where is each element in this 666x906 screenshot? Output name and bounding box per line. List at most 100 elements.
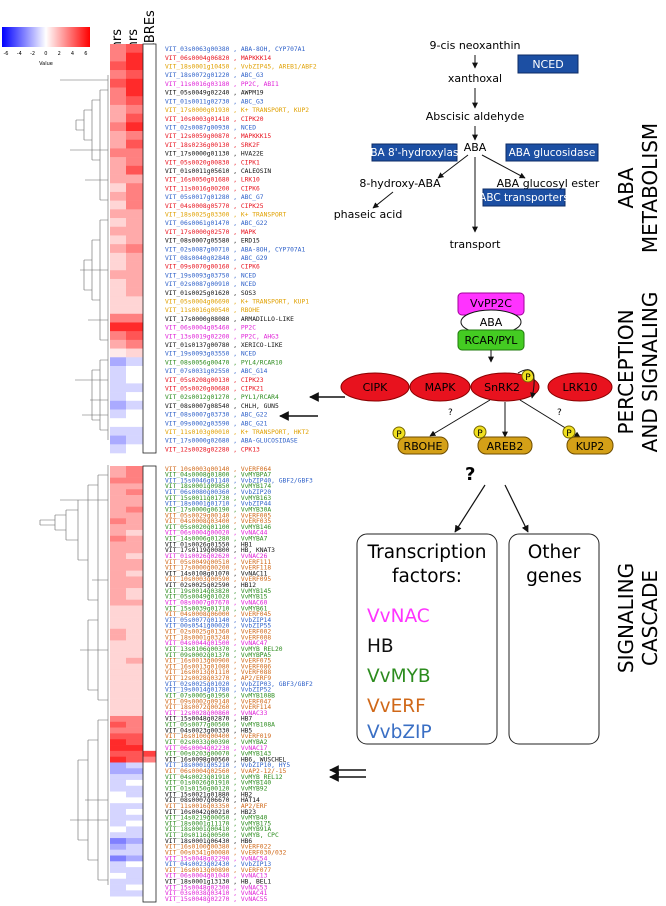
gene-label: VIT_08s0056g00470 , PYL4/RCAR10 <box>165 359 283 366</box>
heatmap-cell <box>110 779 126 787</box>
heatmap-cell <box>110 122 126 132</box>
heatmap-cell <box>110 884 126 891</box>
glucosyl-ester: ABA glucosyl ester <box>497 177 600 190</box>
heatmap-cell <box>143 553 156 560</box>
heatmap-cell <box>110 235 126 245</box>
heatmap-cell <box>126 646 143 653</box>
heatmap-cell <box>110 849 126 856</box>
heatmap-cell <box>143 471 156 478</box>
heatmap-cell <box>110 383 126 393</box>
heatmap-cell <box>143 814 156 821</box>
heatmap-cell <box>143 855 156 862</box>
heatmap-cell <box>110 785 126 792</box>
heatmap-cell <box>143 588 156 595</box>
heatmap-cell <box>110 535 126 542</box>
heatmap-cell <box>110 646 126 653</box>
heatmap-cell <box>126 582 143 589</box>
heatmap-cell <box>143 715 156 723</box>
heatmap-cell <box>110 244 126 254</box>
heatmap-cell <box>143 582 156 589</box>
gene-label: VIT_09s0002g01370 , VvMYBPA5 <box>165 652 271 659</box>
heatmap-cell <box>126 287 143 297</box>
heatmap-cell <box>126 44 143 54</box>
heatmap-cell <box>143 339 156 349</box>
heatmap-cell <box>126 244 143 254</box>
heatmap-cell <box>110 814 126 821</box>
heatmap-cell <box>143 750 156 757</box>
kup2-box <box>566 436 614 455</box>
gene-label: VIT_10s0003g00590 , VvERF095 <box>165 576 271 583</box>
gene-label: VIT_02s0012g01270 , PYL1/RCAR4 <box>165 394 279 401</box>
heatmap-cell <box>126 252 143 262</box>
gene-label: VIT_11s0103g00010 , K+ TRANSPORT, HKT2 <box>165 429 309 436</box>
heatmap-cell <box>143 78 156 88</box>
question-3: ? <box>465 464 475 485</box>
gene-label: VIT_15s0048g02870 , HB7 <box>165 716 252 723</box>
gene-label: VIT_16s0050g01680 , LRK10 <box>165 177 260 184</box>
heatmap-cell <box>143 392 156 402</box>
heatmap-cell <box>126 524 143 531</box>
color-key-gradient <box>2 27 90 47</box>
gene-label: VIT_16s0100g00380 , VvERF022 <box>165 844 271 851</box>
gene-label: VIT_01s0025g01620 , SOS3 <box>165 290 256 297</box>
gene-label: VIT_04s0023g02430 , VvbZIP13 <box>165 861 271 868</box>
heatmap-cell <box>126 87 143 97</box>
title-perc-1: PERCEPTION <box>614 309 638 434</box>
heatmap-cell <box>110 512 126 519</box>
cipk-node <box>340 372 410 402</box>
gene-label: VIT_03s0038g03410 , VvNAC41 <box>165 890 268 897</box>
heatmap-cell <box>110 838 126 845</box>
heatmap-cell <box>110 890 126 897</box>
heatmap-cell <box>126 365 143 375</box>
heatmap-cell <box>110 477 126 484</box>
heatmap-cell <box>126 663 143 670</box>
heatmap-cell <box>126 652 143 659</box>
glucosidase-box <box>505 143 599 162</box>
heatmap-cell <box>143 157 156 167</box>
heatmap-cell <box>110 791 126 798</box>
gene-label: VIT_18s0025g03300 , K+ TRANSPORT <box>165 211 287 218</box>
phaseic-acid: phaseic acid <box>334 208 403 221</box>
heatmap-cell <box>110 576 126 583</box>
heatmap-cell <box>143 261 156 271</box>
heatmap-cell <box>143 721 156 728</box>
heatmap-cell <box>143 570 156 577</box>
gene-label: VIT_08s0007g03730 , ABC_G22 <box>165 412 268 419</box>
heatmap-cell <box>143 270 156 280</box>
heatmap-cell <box>126 466 143 473</box>
gene-label: VIT_17s0000g06190 , VvMYB30A <box>165 506 271 513</box>
heatmap-cell <box>126 692 143 699</box>
heatmap-cell <box>110 70 126 80</box>
heatmap-cell <box>143 843 156 850</box>
heatmap-cell <box>126 471 143 478</box>
gene-label: VIT_17s0119g00800 , HB, KNAT3 <box>165 547 275 554</box>
heatmap-cell <box>110 750 126 757</box>
heatmap-cell <box>126 483 143 490</box>
heatmap-cell <box>126 704 143 711</box>
heatmap-cell <box>110 756 126 763</box>
heatmap-cell <box>143 768 156 775</box>
heatmap-cell <box>143 535 156 542</box>
other-frame <box>508 533 600 745</box>
gene-label: VIT_10s0003g00140 , VvERF064 <box>165 466 271 473</box>
aba-perception-label: ABA <box>480 316 503 329</box>
heatmap-cell <box>110 218 126 228</box>
heatmap-cell <box>126 657 143 664</box>
heatmap-cell <box>110 861 126 868</box>
heatmap-cell <box>110 652 126 659</box>
gene-label: VIT_01s0011g05610 , CALEOSIN <box>165 168 271 175</box>
heatmap-cell <box>126 547 143 554</box>
heatmap-cell <box>110 593 126 601</box>
gene-label: VIT_19s0014g03820 , VvMYB145 <box>165 588 271 595</box>
heatmap-cell <box>143 70 156 80</box>
heatmap-cell <box>126 506 143 513</box>
heatmap-cell <box>110 296 126 306</box>
heatmap-cell <box>126 634 143 641</box>
gene-label: VIT_08s0007g06670 , HAT14 <box>165 797 260 804</box>
heatmap-cell <box>143 803 156 810</box>
heatmap-cell <box>126 797 143 804</box>
heatmap-cell <box>126 872 143 880</box>
gene-label: VIT_13s0019g02200 , PP2C, AHG3 <box>165 333 279 340</box>
gene-label: VIT_16s0013g00890 , VvERF077 <box>165 867 271 874</box>
gene-label: VIT_15s0011g01730 , VvMYB163 <box>165 495 271 502</box>
